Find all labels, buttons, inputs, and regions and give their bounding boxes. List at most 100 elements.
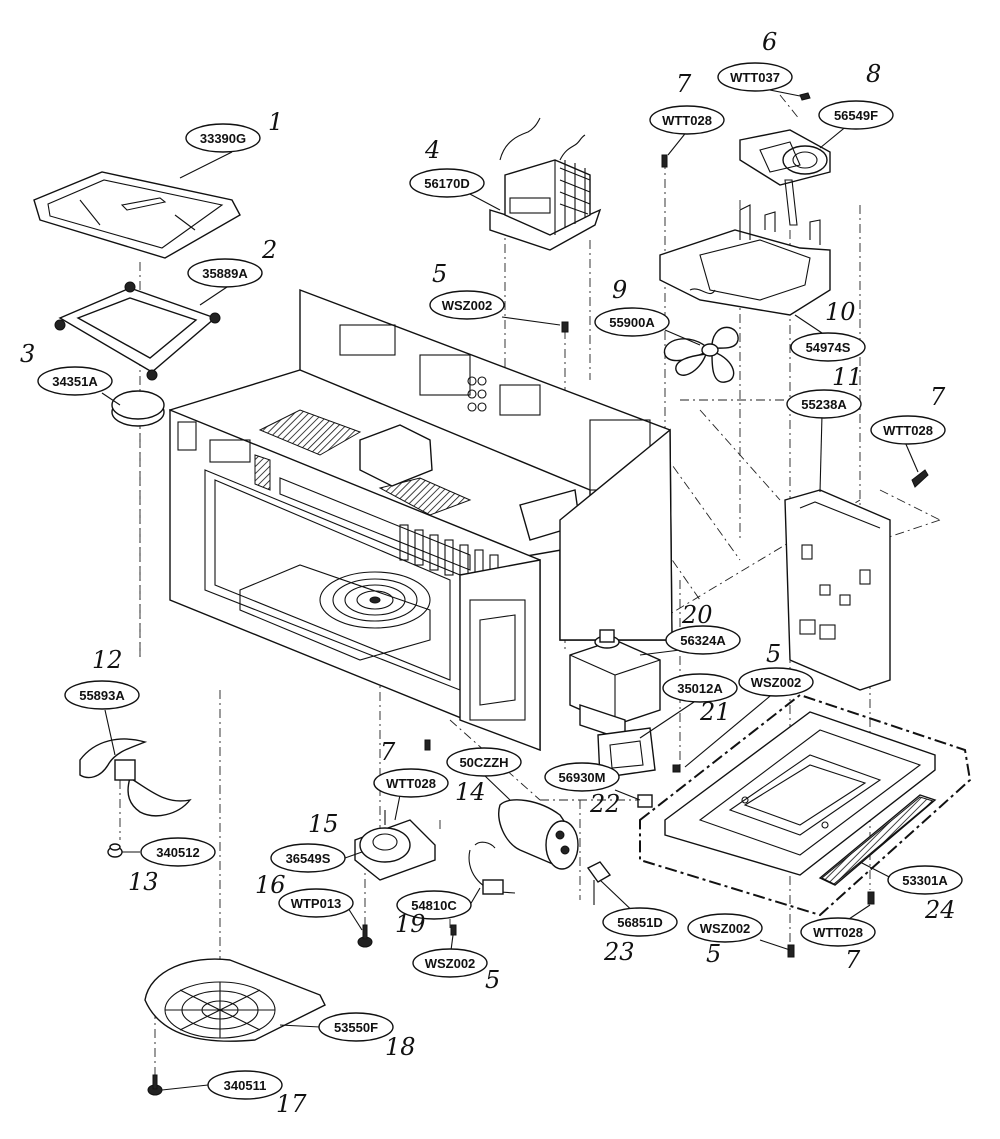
svg-text:34351A: 34351A [52,374,98,389]
ref-num-11: 11 [832,363,863,391]
part-label-WTT028-a: WTT028 [649,105,725,135]
part-label-35012A: 35012A [662,673,738,703]
ref-num-2: 2 [261,236,277,264]
svg-text:55900A: 55900A [609,315,655,330]
part-label-55238A: 55238A [786,389,862,419]
svg-text:340511: 340511 [224,1078,267,1093]
oven-cavity-assembly [169,288,673,752]
ref-num-7-b: 7 [930,383,946,411]
part-label-WSZ002-b: WSZ002 [412,948,488,978]
part-label-55893A: 55893A [64,680,140,710]
fuse-part [586,861,612,905]
thermal-cutout-part [637,794,653,808]
screw-16-part [357,924,373,948]
ref-num-1: 1 [268,108,283,136]
ref-num-16: 16 [255,871,286,899]
part-label-56170D: 56170D [409,168,485,198]
part-label-WSZ002-c: WSZ002 [738,667,814,697]
ref-num-21: 21 [699,698,731,726]
fan-motor-part [739,129,831,226]
part-label-WSZ002-d: WSZ002 [687,913,763,943]
ref-num-24: 24 [924,896,956,924]
ref-num-14: 14 [455,778,486,806]
fan-housing-part [659,204,831,316]
ref-num-10: 10 [825,298,856,326]
ref-num-15: 15 [308,810,339,838]
svg-text:35889A: 35889A [202,266,248,281]
part-label-56549F: 56549F [818,100,894,130]
ref-num-4: 4 [424,136,440,164]
svg-text:340512: 340512 [156,845,199,860]
part-label-340512: 340512 [140,837,216,867]
svg-text:WSZ002: WSZ002 [442,298,493,313]
ref-num-18: 18 [385,1033,416,1061]
part-label-WSZ002-a: WSZ002 [429,290,505,320]
screws [424,92,929,958]
fan-blade-part [663,326,739,383]
ref-num-23: 23 [603,938,635,966]
svg-text:35012A: 35012A [677,681,723,696]
leader-lines [101,87,919,1091]
ref-num-5-c: 5 [766,640,781,668]
svg-text:54810C: 54810C [411,898,457,913]
ref-num-22: 22 [589,790,621,818]
part-label-WTT037: WTT037 [717,62,793,92]
reference-numbers: 1 2 3 4 5 6 7 8 9 10 11 7 12 13 14 7 15 … [20,28,956,1118]
svg-text:WTT028: WTT028 [813,925,863,940]
svg-text:50CZZH: 50CZZH [459,755,508,770]
part-label-WTT028-b: WTT028 [870,415,946,445]
ref-num-20: 20 [681,601,713,629]
ref-num-19: 19 [395,910,426,938]
part-label-50CZZH: 50CZZH [446,747,522,777]
part-label-56930M: 56930M [544,762,620,792]
ref-num-8: 8 [866,60,881,88]
magnetron-part [569,629,661,741]
svg-text:56851D: 56851D [617,915,663,930]
stirrer-part [79,738,192,817]
part-label-WTT028-d: WTT028 [800,917,876,947]
ref-num-6: 6 [762,28,777,56]
ref-num-5-d: 5 [706,940,721,968]
turntable-motor-part [354,810,436,881]
part-labels: 33390G 35889A 34351A 56170D WSZ002 WTT03… [37,62,963,1100]
screw-13-part [107,843,123,858]
part-label-WTP013: WTP013 [278,888,354,918]
part-label-53301A: 53301A [887,865,963,895]
svg-text:33390G: 33390G [200,131,246,146]
base-cover-part [144,958,326,1042]
ref-num-7-a: 7 [676,70,692,98]
ref-num-17: 17 [276,1090,307,1118]
ref-num-13: 13 [128,868,159,896]
ref-num-12: 12 [92,646,123,674]
part-label-56324A: 56324A [665,625,741,655]
svg-text:WTT037: WTT037 [730,70,780,85]
svg-text:56170D: 56170D [424,176,470,191]
part-label-36549S: 36549S [270,843,346,873]
transformer-part [489,117,602,251]
ref-num-5-a: 5 [432,260,447,288]
svg-text:WSZ002: WSZ002 [425,956,476,971]
svg-text:56549F: 56549F [834,108,878,123]
svg-text:WTT028: WTT028 [386,776,436,791]
svg-text:WTT028: WTT028 [883,423,933,438]
part-label-33390G: 33390G [185,123,261,153]
part-label-54974S: 54974S [790,332,866,362]
base-plate-part [639,693,972,917]
svg-text:55893A: 55893A [79,688,125,703]
capacitor-part [498,799,579,870]
svg-text:WSZ002: WSZ002 [700,921,751,936]
svg-text:53550F: 53550F [334,1020,378,1035]
part-label-35889A: 35889A [187,258,263,288]
part-label-56851D: 56851D [602,907,678,937]
svg-text:WTP013: WTP013 [291,896,342,911]
high-voltage-diode-part [468,841,516,895]
ref-num-7-c: 7 [380,738,396,766]
back-plate-part [784,489,891,691]
waveguide-bracket-part [597,727,656,779]
part-label-54810C: 54810C [396,890,472,920]
coupler-part [111,390,165,427]
svg-text:56930M: 56930M [559,770,606,785]
svg-text:36549S: 36549S [286,851,331,866]
grille-strip-part [818,794,937,886]
glass-tray-part [33,171,241,259]
